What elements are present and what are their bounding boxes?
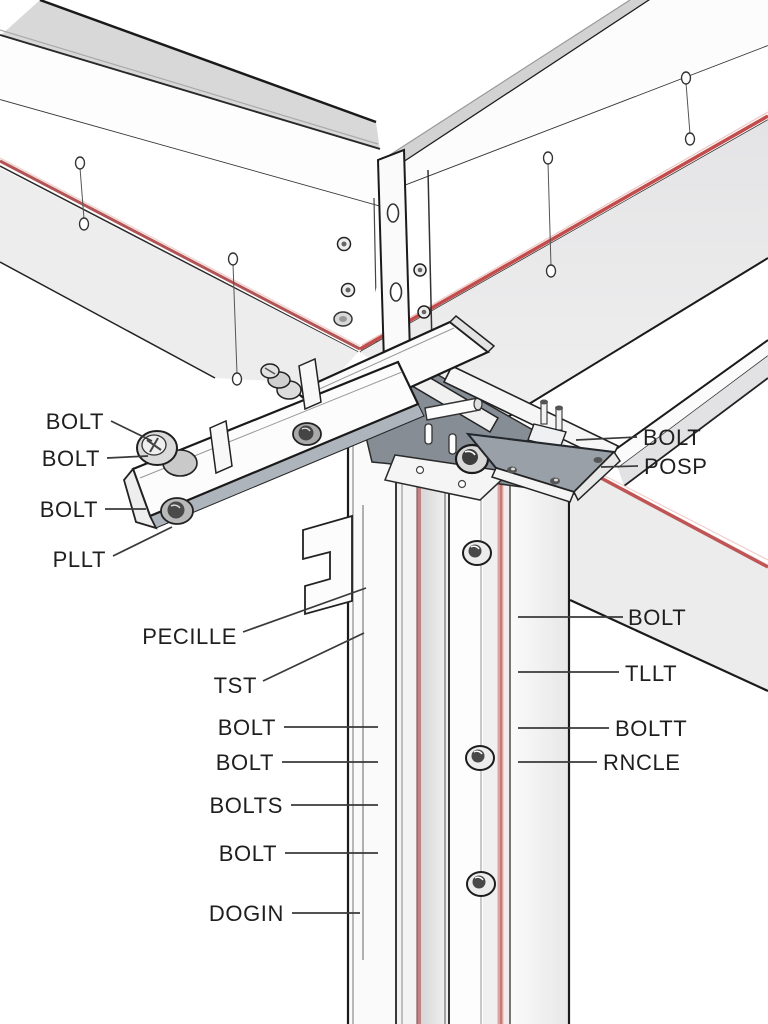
rivet xyxy=(413,263,431,319)
post-bolt xyxy=(466,871,496,897)
post-bolt xyxy=(462,540,492,566)
callout-pllt: PLLT xyxy=(53,526,173,572)
callout-bolt-right-1: BOLT xyxy=(575,425,701,450)
rivet xyxy=(336,236,356,298)
beam-hole-pair xyxy=(74,156,90,231)
label-bolt-top-3: BOLT xyxy=(40,497,98,522)
callout-tllt: TLLT xyxy=(518,661,677,686)
label-bolts: BOLTS xyxy=(209,793,283,818)
front-rail-right xyxy=(569,474,768,692)
callout-pecille: PECILLE xyxy=(142,587,367,649)
label-tllt: TLLT xyxy=(625,661,677,686)
callout-bolt-top-1: BOLT xyxy=(46,409,153,442)
beam-hole-pair xyxy=(227,252,243,386)
label-tst: TST xyxy=(214,673,257,698)
callout-bolt-mid-3: BOLT xyxy=(219,841,378,866)
leader-line-bolt-right-1 xyxy=(575,436,638,441)
post-column xyxy=(302,430,571,1024)
callout-bolt-mid-2: BOLT xyxy=(216,750,378,775)
callout-bolt-top-2: BOLT xyxy=(42,446,149,471)
leader-line-bolt-top-1 xyxy=(110,420,153,442)
callout-bolt-right-2: BOLT xyxy=(518,605,686,630)
label-pllt: PLLT xyxy=(53,547,106,572)
label-bolt-mid-1: BOLT xyxy=(218,715,276,740)
label-bolt-right-2: BOLT xyxy=(628,605,686,630)
hex-bolt xyxy=(160,497,194,525)
hex-bolt xyxy=(292,422,322,446)
leader-line-pecille xyxy=(242,587,367,633)
joint-pin xyxy=(424,397,483,421)
callout-bolt-top-3: BOLT xyxy=(40,497,146,522)
label-bolt-top-2: BOLT xyxy=(42,446,100,471)
upper-left-beam xyxy=(0,0,387,386)
callout-rncle: RNCLE xyxy=(518,750,681,775)
corner-bracket-right xyxy=(465,432,621,503)
label-bolt-mid-3: BOLT xyxy=(219,841,277,866)
leader-line-tst xyxy=(262,632,365,682)
callout-bolts: BOLTS xyxy=(209,793,378,818)
beam-hole-pair xyxy=(680,71,696,146)
leader-line-bolt-top-2 xyxy=(106,455,149,459)
label-bolt-mid-2: BOLT xyxy=(216,750,274,775)
washer-disc xyxy=(333,311,353,327)
callout-boltt: BOLTT xyxy=(518,716,687,741)
label-posp: POSP xyxy=(644,454,708,479)
label-boltt: BOLTT xyxy=(615,716,687,741)
splice-plate xyxy=(376,148,412,364)
post-step-tab xyxy=(302,514,353,616)
label-annotations: BOLT BOLT BOLT PLLT PECILLE TST BOLT BOLT BOLTS B… xyxy=(40,409,708,926)
right-ledger-rail xyxy=(611,339,768,487)
leader-line-pllt xyxy=(112,526,173,557)
label-bolt-right-1: BOLT xyxy=(643,425,701,450)
label-dogin: DOGIN xyxy=(209,901,284,926)
washer-bolt-mid xyxy=(260,363,302,400)
callout-tst: TST xyxy=(214,632,365,698)
callout-posp: POSP xyxy=(600,454,708,479)
beam-hole-pair xyxy=(542,151,557,278)
label-rncle: RNCLE xyxy=(603,750,681,775)
label-pecille: PECILLE xyxy=(142,624,237,649)
leader-line-posp xyxy=(600,465,639,468)
post-bolt xyxy=(465,745,495,771)
callout-bolt-mid-1: BOLT xyxy=(218,715,378,740)
callout-dogin: DOGIN xyxy=(209,901,360,926)
label-bolt-top-1: BOLT xyxy=(46,409,104,434)
